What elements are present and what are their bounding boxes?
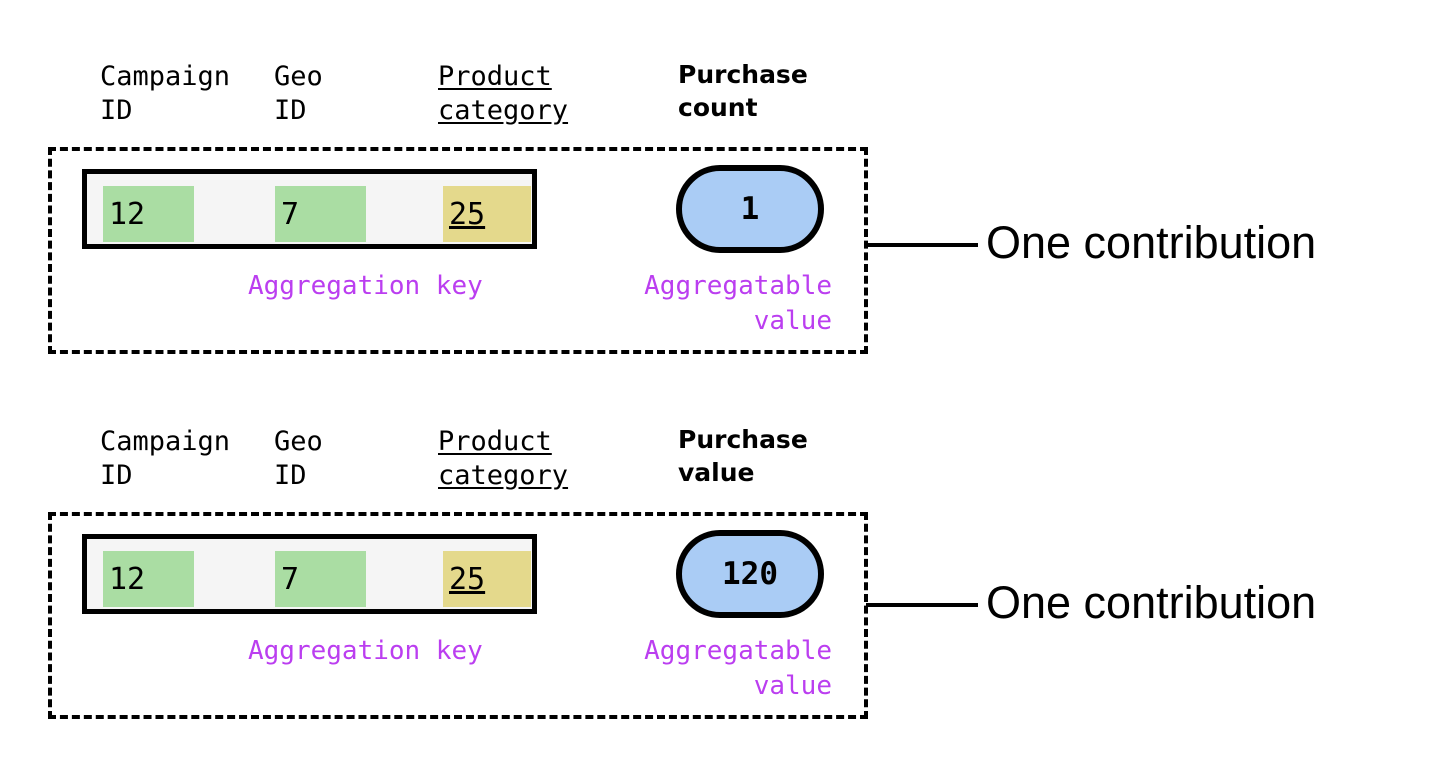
column-header-geo-id: Geo ID: [274, 426, 323, 491]
value-header-purchase-value: Purchase value: [678, 425, 808, 487]
key-cell-value: 7: [281, 561, 300, 597]
key-cell-geo-id: 7: [275, 186, 366, 242]
column-header-product-category: Product category: [438, 61, 569, 126]
column-headers-row: Campaign ID Geo ID Product category Purc…: [48, 52, 868, 147]
column-header-campaign-id: Campaign ID: [100, 61, 231, 126]
key-cell-product-category: 25: [443, 551, 531, 607]
contribution-block-purchase-count: Campaign ID Geo ID Product category Purc…: [48, 52, 868, 354]
column-header-geo-id: Geo ID: [274, 61, 323, 126]
caption-aggregatable-value: Aggregatable value: [644, 271, 832, 336]
key-cell-value: 7: [281, 196, 300, 232]
contribution-label-bottom: One contribution: [986, 577, 1317, 628]
column-headers-row: Campaign ID Geo ID Product category Purc…: [48, 417, 868, 512]
key-cell-value: 25: [449, 561, 486, 597]
aggregation-key-box: 12 7 25: [82, 534, 537, 614]
aggregatable-value-pill: 120: [676, 530, 824, 618]
caption-aggregatable-value: Aggregatable value: [644, 636, 832, 701]
aggregation-key-box: 12 7 25: [82, 169, 537, 249]
key-cell-value: 12: [109, 196, 146, 232]
contribution-dashed-container: 12 7 25 1 Aggregation key Aggregatable v…: [48, 147, 868, 354]
contribution-connector-line-top: [866, 243, 978, 247]
contribution-block-purchase-value: Campaign ID Geo ID Product category Purc…: [48, 417, 868, 719]
key-cell-product-category: 25: [443, 186, 531, 242]
key-cell-campaign-id: 12: [103, 551, 194, 607]
contribution-dashed-container: 12 7 25 120 Aggregation key Aggregatable…: [48, 512, 868, 719]
key-cell-campaign-id: 12: [103, 186, 194, 242]
contribution-label-top: One contribution: [986, 217, 1317, 268]
aggregatable-value-text: 1: [740, 191, 760, 227]
column-header-product-category: Product category: [438, 426, 569, 491]
key-cell-value: 25: [449, 196, 486, 232]
key-cell-value: 12: [109, 561, 146, 597]
column-header-campaign-id: Campaign ID: [100, 426, 231, 491]
aggregatable-value-pill: 1: [676, 165, 824, 253]
contribution-connector-line-bottom: [866, 603, 978, 607]
caption-aggregation-key: Aggregation key: [248, 271, 483, 301]
caption-aggregation-key: Aggregation key: [248, 636, 483, 666]
aggregatable-value-text: 120: [722, 556, 778, 592]
value-header-purchase-count: Purchase count: [678, 60, 808, 122]
key-cell-geo-id: 7: [275, 551, 366, 607]
